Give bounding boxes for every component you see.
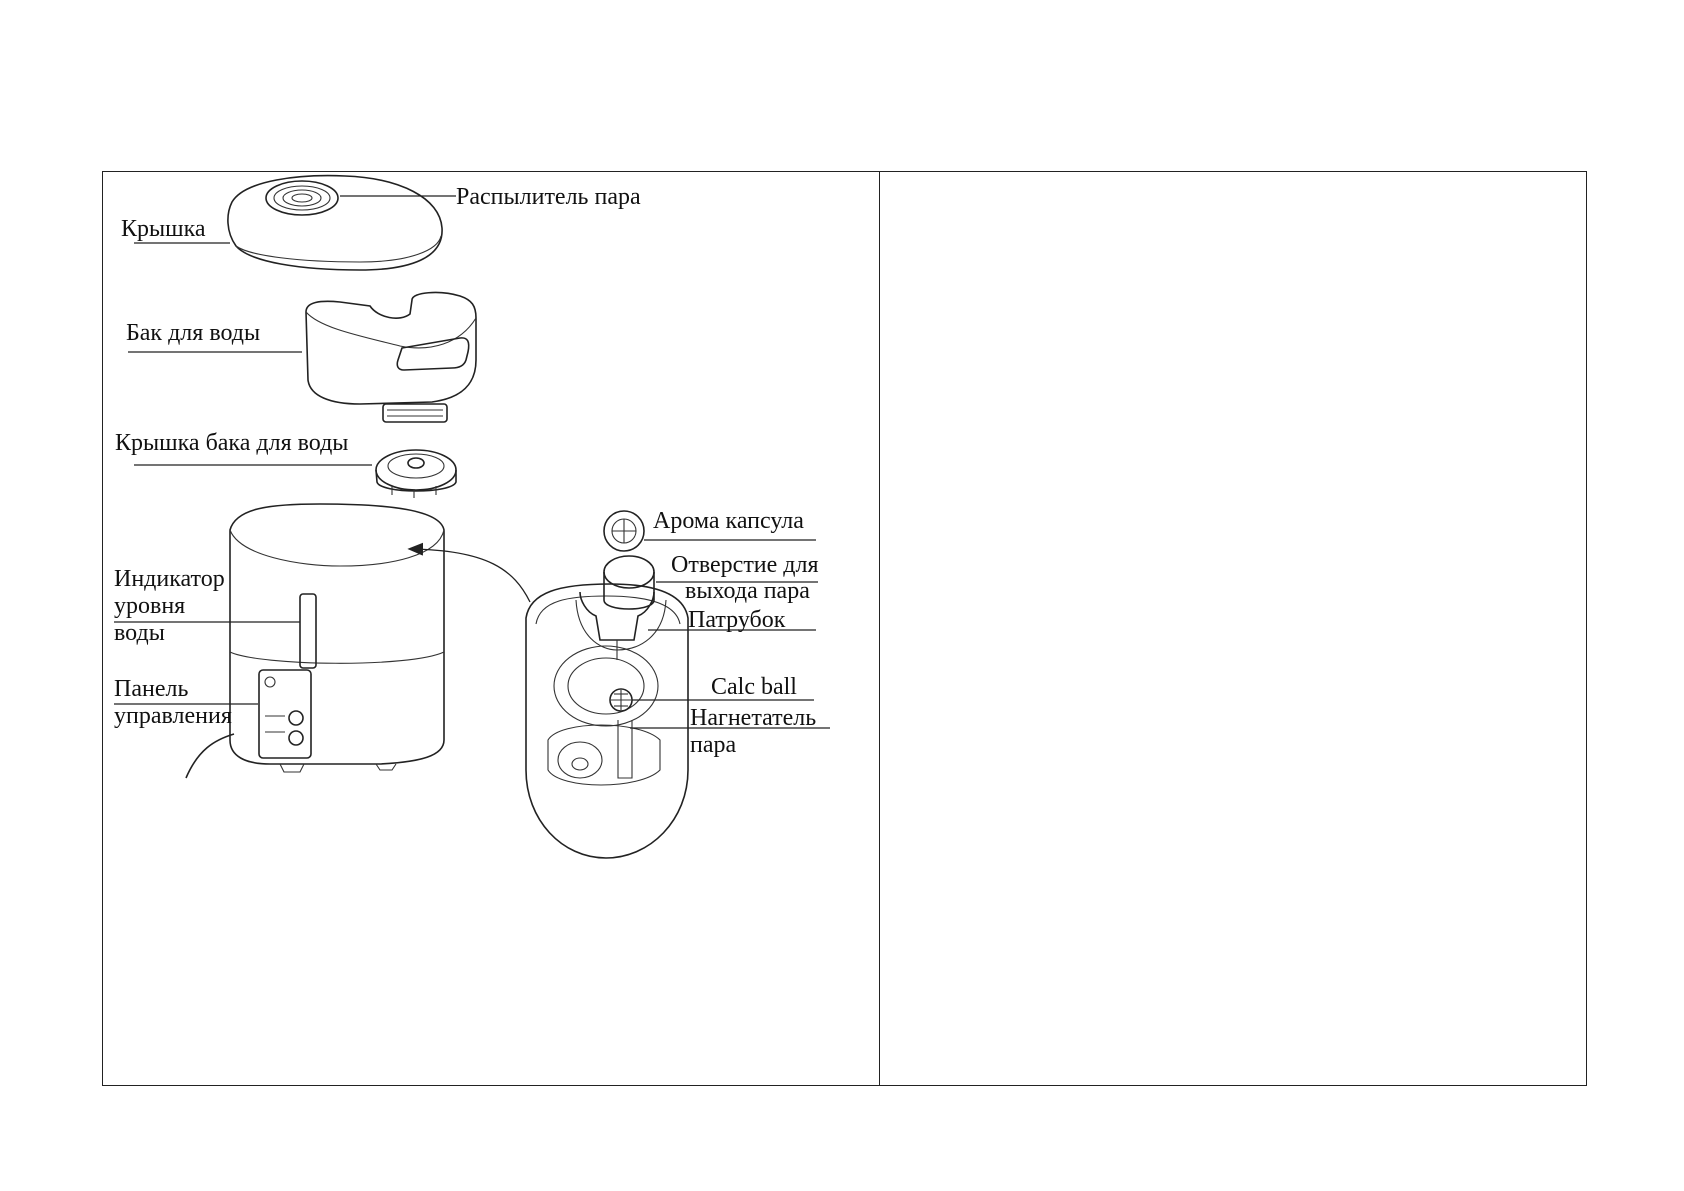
lid-part [227,174,443,271]
steam-outlet-part [603,555,655,610]
label-calc-ball: Calc ball [711,674,797,700]
nozzle-part [575,591,667,660]
label-nozzle: Патрубок [688,607,786,633]
table-column-divider [879,171,880,1086]
label-tank-cap: Крышка бака для воды [115,430,348,456]
label-blower-line1: Нагнетатель [690,705,816,731]
label-vapor-sprayer: Распылитель пара [456,184,641,210]
assembly-arrow [407,542,531,603]
label-control-panel-line2: управления [114,703,232,729]
label-lid: Крышка [121,216,206,242]
level-indicator-window [299,593,317,669]
label-steam-outlet-line2: выхода пара [685,578,810,604]
label-level-indicator-line1: Индикатор [114,566,225,592]
label-aroma-capsule: Арома капсула [653,508,804,534]
open-base-part [525,510,689,859]
calc-ball-part [609,688,633,712]
table-frame [102,171,1587,1086]
label-control-panel-line1: Панель [114,676,188,702]
aroma-capsule-part [603,510,645,552]
water-tank-part [305,291,477,423]
label-blower-line2: пара [690,732,736,758]
leader-lines [114,195,830,729]
label-level-indicator-line3: воды [114,620,165,646]
base-unit-part [185,503,445,779]
tank-cap-part [375,449,457,498]
label-level-indicator-line2: уровня [114,593,185,619]
label-steam-outlet-line1: Отверстие для [671,552,819,578]
label-water-tank: Бак для воды [126,320,260,346]
vapor-sprayer-part [265,180,339,216]
control-panel-part [258,669,312,759]
